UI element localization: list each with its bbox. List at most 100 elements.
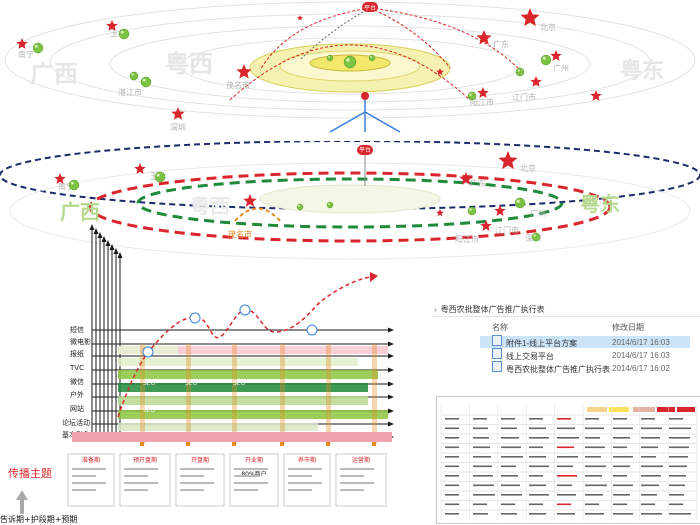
media-bars <box>118 344 388 446</box>
cell-text <box>529 465 549 468</box>
cell-text <box>529 513 546 515</box>
orbit-4 <box>179 37 521 95</box>
axis-arrowhead <box>109 244 115 250</box>
orbit-1 <box>4 1 696 119</box>
text-line <box>124 468 158 470</box>
breadcrumb[interactable]: 粤西农批整体广告推广执行表 <box>440 304 545 314</box>
cell-text <box>613 456 633 458</box>
sphere-highlight <box>533 234 536 237</box>
phase-column <box>326 344 331 444</box>
col-header-name[interactable]: 名称 <box>492 323 508 332</box>
chevron-right-icon: › <box>434 304 437 314</box>
media-bar <box>118 370 378 379</box>
col-header-date[interactable]: 修改日期 <box>612 323 644 332</box>
axis-arrowhead <box>93 228 99 234</box>
file-row[interactable]: 粤西农批整体广告推广执行表 2014/6/17 16:02 <box>492 361 692 374</box>
mid-map-markers <box>54 151 541 242</box>
row-arrowhead <box>388 381 394 387</box>
cell-text <box>669 465 687 468</box>
cell-text <box>585 446 605 449</box>
bar-tag: SEO <box>143 407 156 414</box>
sphere-marker <box>467 91 477 101</box>
media-bar <box>118 383 368 392</box>
star-icon <box>54 173 66 184</box>
cell-text <box>613 446 627 449</box>
cell-text <box>641 427 662 430</box>
region-label-yuedong: 粤东 <box>580 192 620 216</box>
phase-box <box>283 453 331 507</box>
star-icon <box>590 90 602 101</box>
cell-text <box>557 513 575 515</box>
sphere-marker <box>326 54 334 62</box>
city-label: 茂名市 <box>228 229 252 239</box>
cell-text <box>445 513 459 515</box>
text-line <box>124 489 148 491</box>
file-row[interactable]: 附件1-线上平台方案 2014/6/17 16:03 <box>492 335 692 348</box>
row-arrowhead <box>388 394 394 400</box>
cell-text <box>529 456 546 458</box>
region-label-guangxi: 广西 <box>30 60 78 88</box>
row-label: 微电影 <box>70 337 91 346</box>
cell-text <box>445 465 459 468</box>
text-line <box>180 468 214 470</box>
media-bar <box>118 396 368 405</box>
cell-text <box>641 475 661 477</box>
media-timeline-chart: 短信 微电影 报纸 TVC 微信 户外 网站 论坛活动 基本形象 SEO SEO… <box>0 222 440 525</box>
sphere-highlight <box>346 58 350 62</box>
file-row[interactable]: 线上交易平台 2014/6/17 16:03 <box>492 348 692 361</box>
cell-text <box>529 437 549 439</box>
city-label: 南宁 <box>58 181 74 191</box>
cell-text <box>669 446 689 449</box>
cell-text <box>641 437 660 439</box>
cell-text <box>557 475 577 477</box>
cell-text <box>585 427 604 430</box>
star-icon <box>476 30 492 45</box>
city-label: 广州 <box>530 208 546 218</box>
file-date: 2014/6/17 16:02 <box>612 363 670 373</box>
cell-text <box>613 475 627 477</box>
cell-text <box>641 418 655 420</box>
top-map-svg: 平台 广西 粤西 粤东 南宁 玉林 茂名市 湛江市 北京 广东 广州 阳江市 江… <box>4 1 696 133</box>
row-label: 户外 <box>70 390 84 399</box>
cell-text <box>501 446 521 449</box>
up-arrow-icon <box>16 490 28 500</box>
phase-label: 开盘期 <box>191 456 209 464</box>
bar-tag: SEO <box>143 380 156 387</box>
cell-text <box>501 484 520 487</box>
sphere-highlight <box>469 93 472 96</box>
curve-node <box>142 346 154 358</box>
city-label: 广州 <box>553 63 569 73</box>
sphere-highlight <box>516 199 520 203</box>
row-label: TVC <box>69 364 84 372</box>
star-icon <box>480 220 492 231</box>
cell-text <box>529 427 546 430</box>
cell-text <box>613 494 630 496</box>
cell-text <box>641 465 663 468</box>
arc-left <box>259 7 371 71</box>
cell-text <box>501 503 515 506</box>
arc-right-2 <box>369 7 451 69</box>
phase-label: 预开盘期 <box>133 456 157 464</box>
cell-text <box>445 503 459 506</box>
phase-box <box>335 453 387 507</box>
curve-node <box>189 312 201 324</box>
up-arrow-stem <box>20 500 24 514</box>
growth-curve <box>117 276 371 418</box>
phase-column <box>372 344 377 444</box>
cell-text <box>557 437 579 439</box>
base-image-bar <box>72 432 392 442</box>
star-icon <box>106 20 118 31</box>
cell-text <box>641 456 656 458</box>
sphere-highlight <box>298 205 300 207</box>
star-icon <box>436 209 444 217</box>
cell-text <box>557 427 575 430</box>
text-line <box>234 468 268 470</box>
phase-box <box>67 453 115 507</box>
cell-text <box>445 494 459 496</box>
star-icon <box>171 107 185 120</box>
document-icon <box>492 361 502 372</box>
cell-text <box>501 494 522 496</box>
cell-text <box>501 437 519 439</box>
cell-text <box>473 446 490 449</box>
cell-text <box>669 503 683 506</box>
